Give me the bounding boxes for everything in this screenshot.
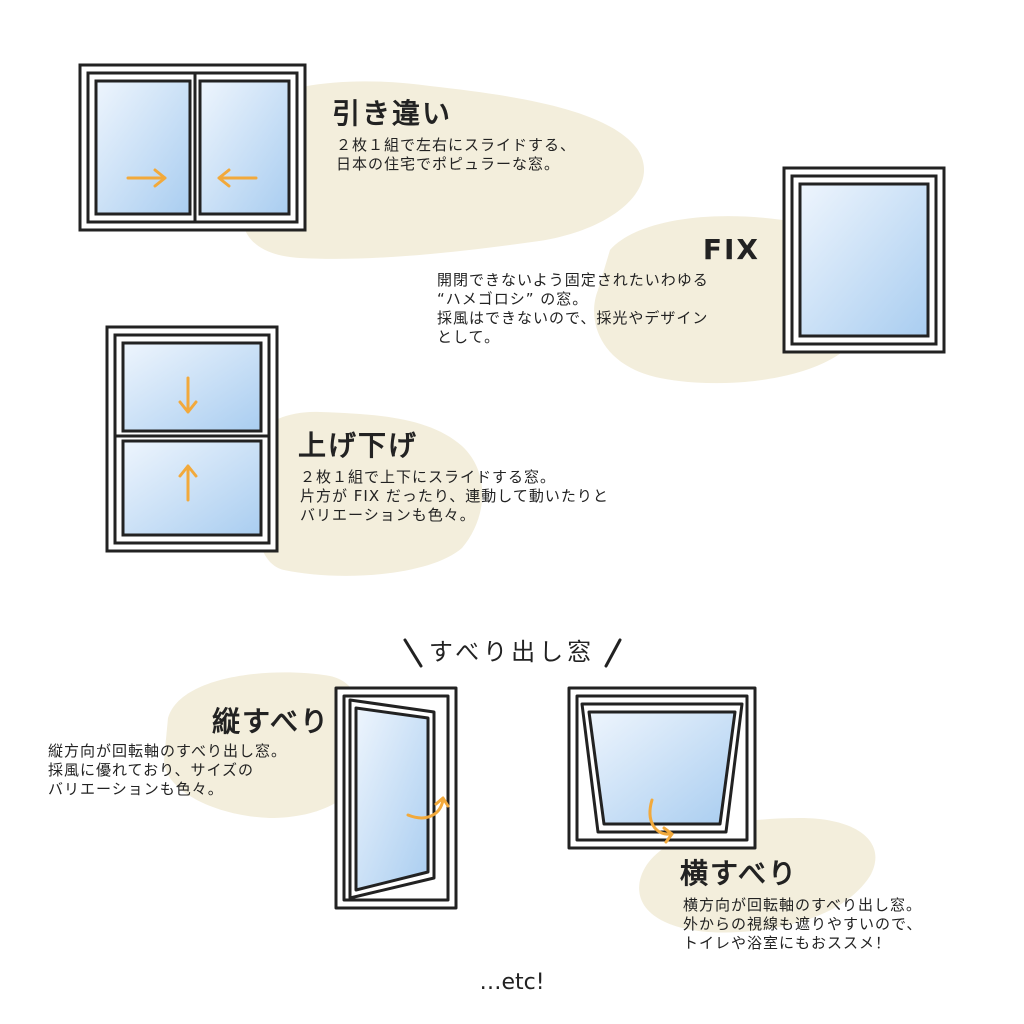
sliding-title: 引き違い: [332, 97, 453, 130]
sliding-description: ２枚１組で左右にスライドする、 日本の住宅でポピュラーな窓。: [336, 136, 576, 174]
sliding-desc-line: 日本の住宅でポピュラーな窓。: [336, 155, 561, 173]
horizontal-awning-description: 横方向が回転軸のすべり出し窓。 外からの視線も遮りやすいので、 トイレや浴室にも…: [683, 896, 922, 953]
slide-arrows: [126, 168, 258, 188]
fix-window-icon: [782, 166, 946, 354]
vertical-casement-title: 縦すべり: [212, 705, 331, 738]
hung-window-icon: [105, 325, 279, 553]
hung-title: 上げ下げ: [298, 429, 419, 462]
horizontal-desc-line: 外からの視線も遮りやすいので、: [683, 915, 923, 933]
blob-hung: [248, 411, 483, 576]
section-title-slashes: [403, 638, 622, 668]
vertical-casement-description: 縦方向が回転軸のすべり出し窓。 採風に優れており、サイズの バリエーションも色々…: [48, 742, 287, 799]
fix-desc-line: “ハメゴロシ” の窓。: [437, 290, 589, 308]
horizontal-awning-title: 横すべり: [680, 857, 799, 890]
fix-desc-line: として。: [437, 328, 501, 346]
vertical-casement-window-icon: [334, 686, 458, 910]
up-down-arrows: [178, 376, 198, 502]
hung-desc-line: ２枚１組で上下にスライドする窓。: [300, 468, 557, 486]
sliding-window-icon: [78, 63, 307, 232]
fix-title: FIX: [702, 233, 760, 266]
fix-description: 開閉できないよう固定されたいわゆる “ハメゴロシ” の窓。 採風はできないので、…: [437, 271, 709, 347]
vertical-desc-line: バリエーションも色々。: [48, 780, 224, 798]
vertical-desc-line: 採風に優れており、サイズの: [48, 761, 255, 779]
vertical-desc-line: 縦方向が回転軸のすべり出し窓。: [48, 742, 287, 760]
blob-sliding: [240, 81, 645, 259]
horizontal-desc-line: 横方向が回転軸のすべり出し窓。: [683, 896, 922, 914]
rotate-arrow-horizontal: [648, 798, 674, 844]
projecting-windows-section-title: すべり出し窓: [428, 638, 596, 666]
hung-desc-line: バリエーションも色々。: [300, 506, 476, 524]
fix-desc-line: 開閉できないよう固定されたいわゆる: [437, 271, 709, 289]
horizontal-awning-window-icon: [567, 686, 757, 850]
blob-vertical: [164, 672, 368, 818]
hung-description: ２枚１組で上下にスライドする窓。 片方が FIX だったり、連動して動いたりと …: [300, 468, 609, 525]
rotate-arrow-vertical: [406, 796, 450, 820]
etc-footer: …etc!: [479, 970, 545, 995]
hung-desc-line: 片方が FIX だったり、連動して動いたりと: [300, 487, 609, 505]
fix-desc-line: 採風はできないので、採光やデザイン: [437, 309, 709, 327]
horizontal-desc-line: トイレや浴室にもおススメ！: [683, 934, 892, 952]
sliding-desc-line: ２枚１組で左右にスライドする、: [336, 136, 577, 154]
